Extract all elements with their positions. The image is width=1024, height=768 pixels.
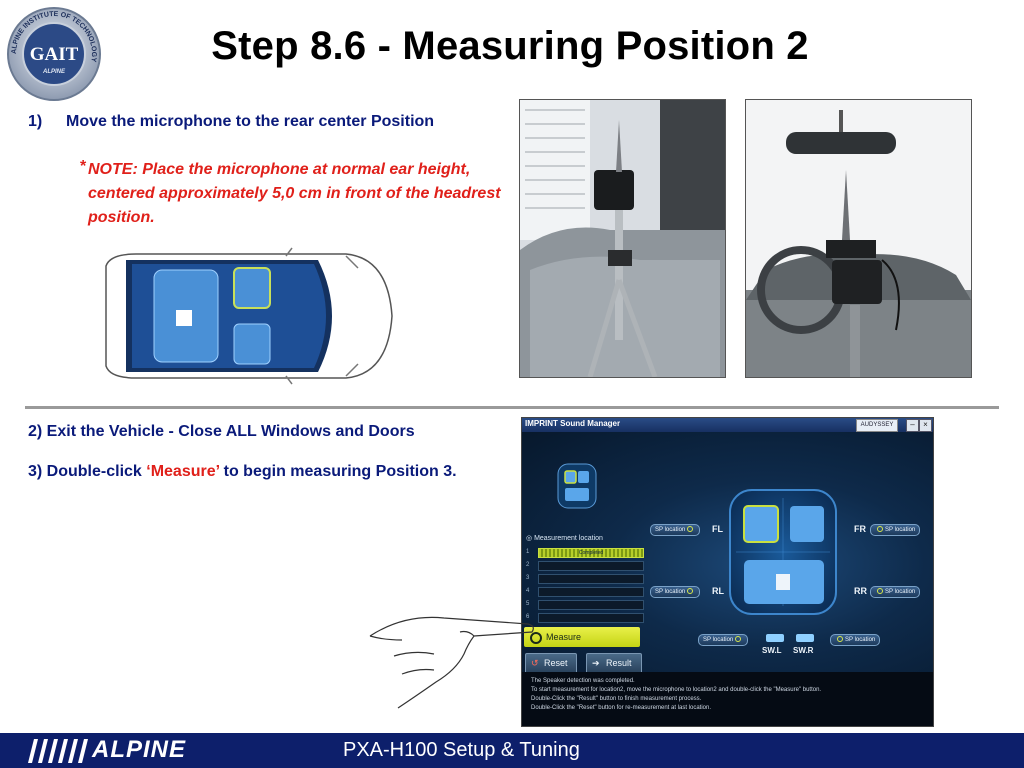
car-top-view-diagram <box>105 247 393 385</box>
row-number: 3 <box>526 575 530 581</box>
measurement-progress-bar <box>538 574 644 584</box>
imprint-sound-manager-window: IMPRINT Sound Manager AUDYSSEY MULTEQ XT… <box>521 417 934 727</box>
rl-sp-location[interactable]: SP location <box>650 586 701 598</box>
row-number: 1 <box>526 549 530 555</box>
gait-logo: ALPINE INSTITUTE OF TECHNOLOGY GAIT ALPI… <box>7 7 101 101</box>
step3-measure-highlight: ‘Measure’ <box>146 463 220 480</box>
row-number: 6 <box>526 614 530 620</box>
close-button[interactable]: × <box>919 419 932 432</box>
page-title: Step 8.6 - Measuring Position 2 <box>211 24 809 68</box>
status-message-area: The Speaker detection was completed. To … <box>522 672 933 726</box>
status-line: Double-Click the "Reset" button for re-m… <box>531 705 712 711</box>
measurement-progress-bar: Completed <box>538 548 644 558</box>
result-icon: ➔ <box>592 658 600 668</box>
channel-rl-label: RL <box>712 586 724 596</box>
window-titlebar[interactable]: IMPRINT Sound Manager AUDYSSEY MULTEQ XT… <box>522 418 933 439</box>
footer-bar: ALPINE PXA-H100 Setup & Tuning <box>0 733 1024 768</box>
measurement-row-3[interactable]: 3 <box>526 573 644 584</box>
step1-text: Move the microphone to the rear center P… <box>66 113 435 130</box>
status-line: To start measurement for location2, move… <box>531 687 822 693</box>
measurement-row-4[interactable]: 4 <box>526 586 644 597</box>
channel-rr-label: RR <box>854 586 867 596</box>
swr-sp-location[interactable]: SP location <box>830 634 881 646</box>
subwoofer-left-icon <box>766 634 784 642</box>
result-button-label: Result <box>606 658 632 668</box>
alpine-logo <box>28 739 88 763</box>
step3-prefix: 3) Double-click <box>28 463 147 480</box>
fl-sp-location[interactable]: SP location <box>650 524 701 536</box>
pointing-hand-illustration <box>369 616 534 709</box>
measurement-progress-bar <box>538 587 644 597</box>
measurement-progress-bar <box>538 613 644 623</box>
measurement-row-5[interactable]: 5 <box>526 599 644 610</box>
measure-button-label: Measure <box>546 632 582 642</box>
audyssey-badge: AUDYSSEY MULTEQ XT <box>856 419 898 439</box>
footer-text: PXA-H100 Setup & Tuning <box>343 739 580 761</box>
logo-text: GAIT <box>30 44 79 65</box>
status-line: Double-Click the "Result" button to fini… <box>531 696 702 702</box>
measurement-progress-bar <box>538 600 644 610</box>
channel-swr-label: SW.R <box>793 646 814 655</box>
row-number: 2 <box>526 562 530 568</box>
reset-button-label: Reset <box>544 658 568 668</box>
channel-fr-label: FR <box>854 524 866 534</box>
measurement-progress-bar <box>538 561 644 571</box>
channel-swl-label: SW.L <box>762 646 782 655</box>
measurement-row-2[interactable]: 2 <box>526 560 644 571</box>
photo-front-view-microphone <box>745 99 972 378</box>
measurement-row-6[interactable]: 6 <box>526 612 644 623</box>
step3-suffix: to begin measuring Position 3. <box>219 463 457 480</box>
mini-car-icon <box>557 463 597 509</box>
photo-rear-seat-microphone <box>519 99 726 378</box>
step3-text: 3) Double-click ‘Measure’ to begin measu… <box>28 460 498 484</box>
step1-number: 1) <box>28 113 43 130</box>
window-title: IMPRINT Sound Manager <box>525 419 621 428</box>
step1-note: NOTE: Place the microphone at normal ear… <box>88 161 501 226</box>
subwoofer-right-icon <box>796 634 814 642</box>
row-number: 4 <box>526 588 530 594</box>
footer-brand: ALPINE <box>92 736 187 763</box>
logo-sub: ALPINE <box>42 69 66 75</box>
note-star: * <box>80 158 87 175</box>
row-number: 5 <box>526 601 530 607</box>
rr-sp-location[interactable]: SP location <box>870 586 921 598</box>
row-status: Completed <box>578 550 604 556</box>
reset-icon: ↺ <box>531 658 539 668</box>
step2-text: 2) Exit the Vehicle - Close ALL Windows … <box>28 423 415 440</box>
measure-button[interactable]: Measure <box>524 627 640 647</box>
speaker-layout-car-icon <box>729 489 837 615</box>
swl-sp-location[interactable]: SP location <box>698 634 749 646</box>
measure-icon <box>530 632 542 644</box>
status-line: The Speaker detection was completed. <box>531 678 635 684</box>
section-divider <box>25 406 999 409</box>
channel-fl-label: FL <box>712 524 723 534</box>
minimize-button[interactable]: – <box>906 419 919 432</box>
fr-sp-location[interactable]: SP location <box>870 524 921 536</box>
app-main-panel: ◎ Measurement location 1 Completed 2 3 4… <box>522 432 933 675</box>
measurement-row-1[interactable]: 1 Completed <box>526 547 644 558</box>
measurement-location-header: ◎ Measurement location <box>526 535 603 542</box>
